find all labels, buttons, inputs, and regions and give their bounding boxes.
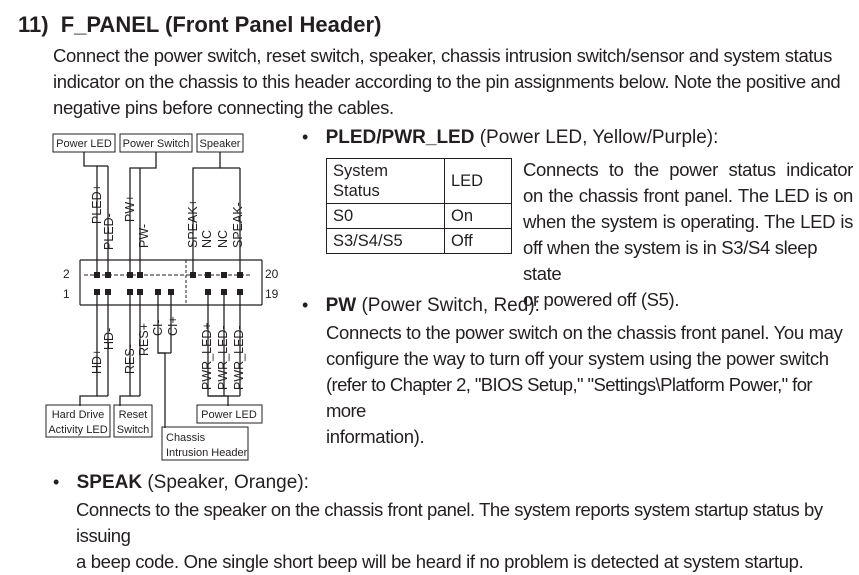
label-reset-line1: Reset [119, 409, 148, 421]
pled-name: PLED/PWR_LED [325, 127, 475, 148]
pled-detail: (Power LED, Yellow/Purple): [474, 127, 719, 148]
pled-description: Connects to the power status indicator o… [523, 159, 853, 310]
label-power-led: Power LED [56, 138, 112, 150]
section-heading: 11) F_PANEL (Front Panel Header) [18, 12, 381, 38]
pin-label-res-plus: RES+ [137, 323, 151, 356]
pin-label-hd-plus: HD+ [90, 349, 104, 374]
label-power-switch: Power Switch [123, 138, 190, 150]
table-cell: On [444, 203, 512, 229]
table-row: S3/S4/S5 Off [326, 228, 512, 254]
section-title: F_PANEL (Front Panel Header) [60, 12, 382, 37]
table-cell: S0 [326, 203, 445, 229]
label-chassis-line1: Chassis [166, 432, 206, 444]
pin-label-pled-plus: PLED+ [90, 184, 104, 224]
pw-detail: (Power Switch, Red): [356, 295, 540, 316]
box-pwr-led-bottom [196, 404, 263, 424]
pin-label-pwr-led-minus-1: PWR_LED- [216, 325, 230, 390]
bottom-connector-lines [79, 292, 241, 428]
pin-number-1: 1 [63, 287, 70, 301]
pin-label-ci-minus: CI- [151, 319, 165, 336]
pin-number-2: 2 [63, 267, 70, 281]
label-pwr-led-bottom: Power LED [201, 409, 257, 421]
pin-label-speak-plus: SPEAK+ [186, 199, 200, 248]
pw-description: Connects to the power switch on the chas… [326, 322, 843, 447]
intro-paragraph: Connect the power switch, reset switch, … [53, 45, 841, 118]
pin-label-pw-minus: PW- [137, 224, 151, 248]
box-hdd-led [45, 404, 111, 438]
pin-label-res-minus: RES- [123, 344, 137, 374]
label-hdd-line1: Hard Drive [52, 409, 105, 421]
box-chassis-intrusion [161, 426, 249, 461]
pin-label-nc2: NC [216, 230, 230, 248]
pin-label-pwr-led-plus: PWR_LED+ [200, 322, 214, 390]
pin-label-ci-plus: CI+ [166, 316, 180, 336]
pin-label-pw-plus: PW+ [123, 195, 137, 222]
table-header-status: System Status [326, 158, 445, 204]
pin-label-pwr-led-minus-2: PWR_LED- [232, 325, 246, 390]
label-hdd-line2: Activity LED [48, 424, 107, 436]
pin-label-speak-minus: SPEAK- [231, 202, 245, 248]
f-panel-diagram: Power LED Power Switch Speaker PLED+ PLE… [45, 133, 279, 461]
speak-section-title: • SPEAK (Speaker, Orange): [53, 472, 309, 493]
table-row: System Status LED [326, 158, 512, 204]
box-reset-switch [113, 404, 153, 438]
pled-section-title: • PLED/PWR_LED (Power LED, Yellow/Purple… [302, 127, 719, 148]
pin-number-19: 19 [265, 287, 279, 301]
pin-label-nc1: NC [200, 230, 214, 248]
pin-label-pled-minus: PLED- [102, 213, 116, 250]
label-speaker: Speaker [200, 138, 241, 150]
pin-number-20: 20 [265, 267, 279, 281]
pin-label-hd-minus: HD- [102, 328, 116, 350]
table-cell: S3/S4/S5 [326, 228, 445, 254]
label-reset-line2: Switch [117, 424, 149, 436]
pw-name: PW [325, 295, 357, 316]
label-chassis-line2: Intrusion Header [166, 447, 248, 459]
speak-description: Connects to the speaker on the chassis f… [76, 499, 823, 572]
speak-detail: (Speaker, Orange): [142, 472, 309, 493]
section-number: 11) [18, 12, 49, 37]
pw-section-title: • PW (Power Switch, Red): [302, 295, 540, 316]
table-header-led: LED [444, 158, 512, 204]
table-row: S0 On [326, 203, 512, 229]
speak-name: SPEAK [76, 472, 143, 493]
table-cell: Off [444, 228, 512, 254]
led-status-table: System Status LED S0 On S3/S4/S5 Off [326, 158, 512, 254]
